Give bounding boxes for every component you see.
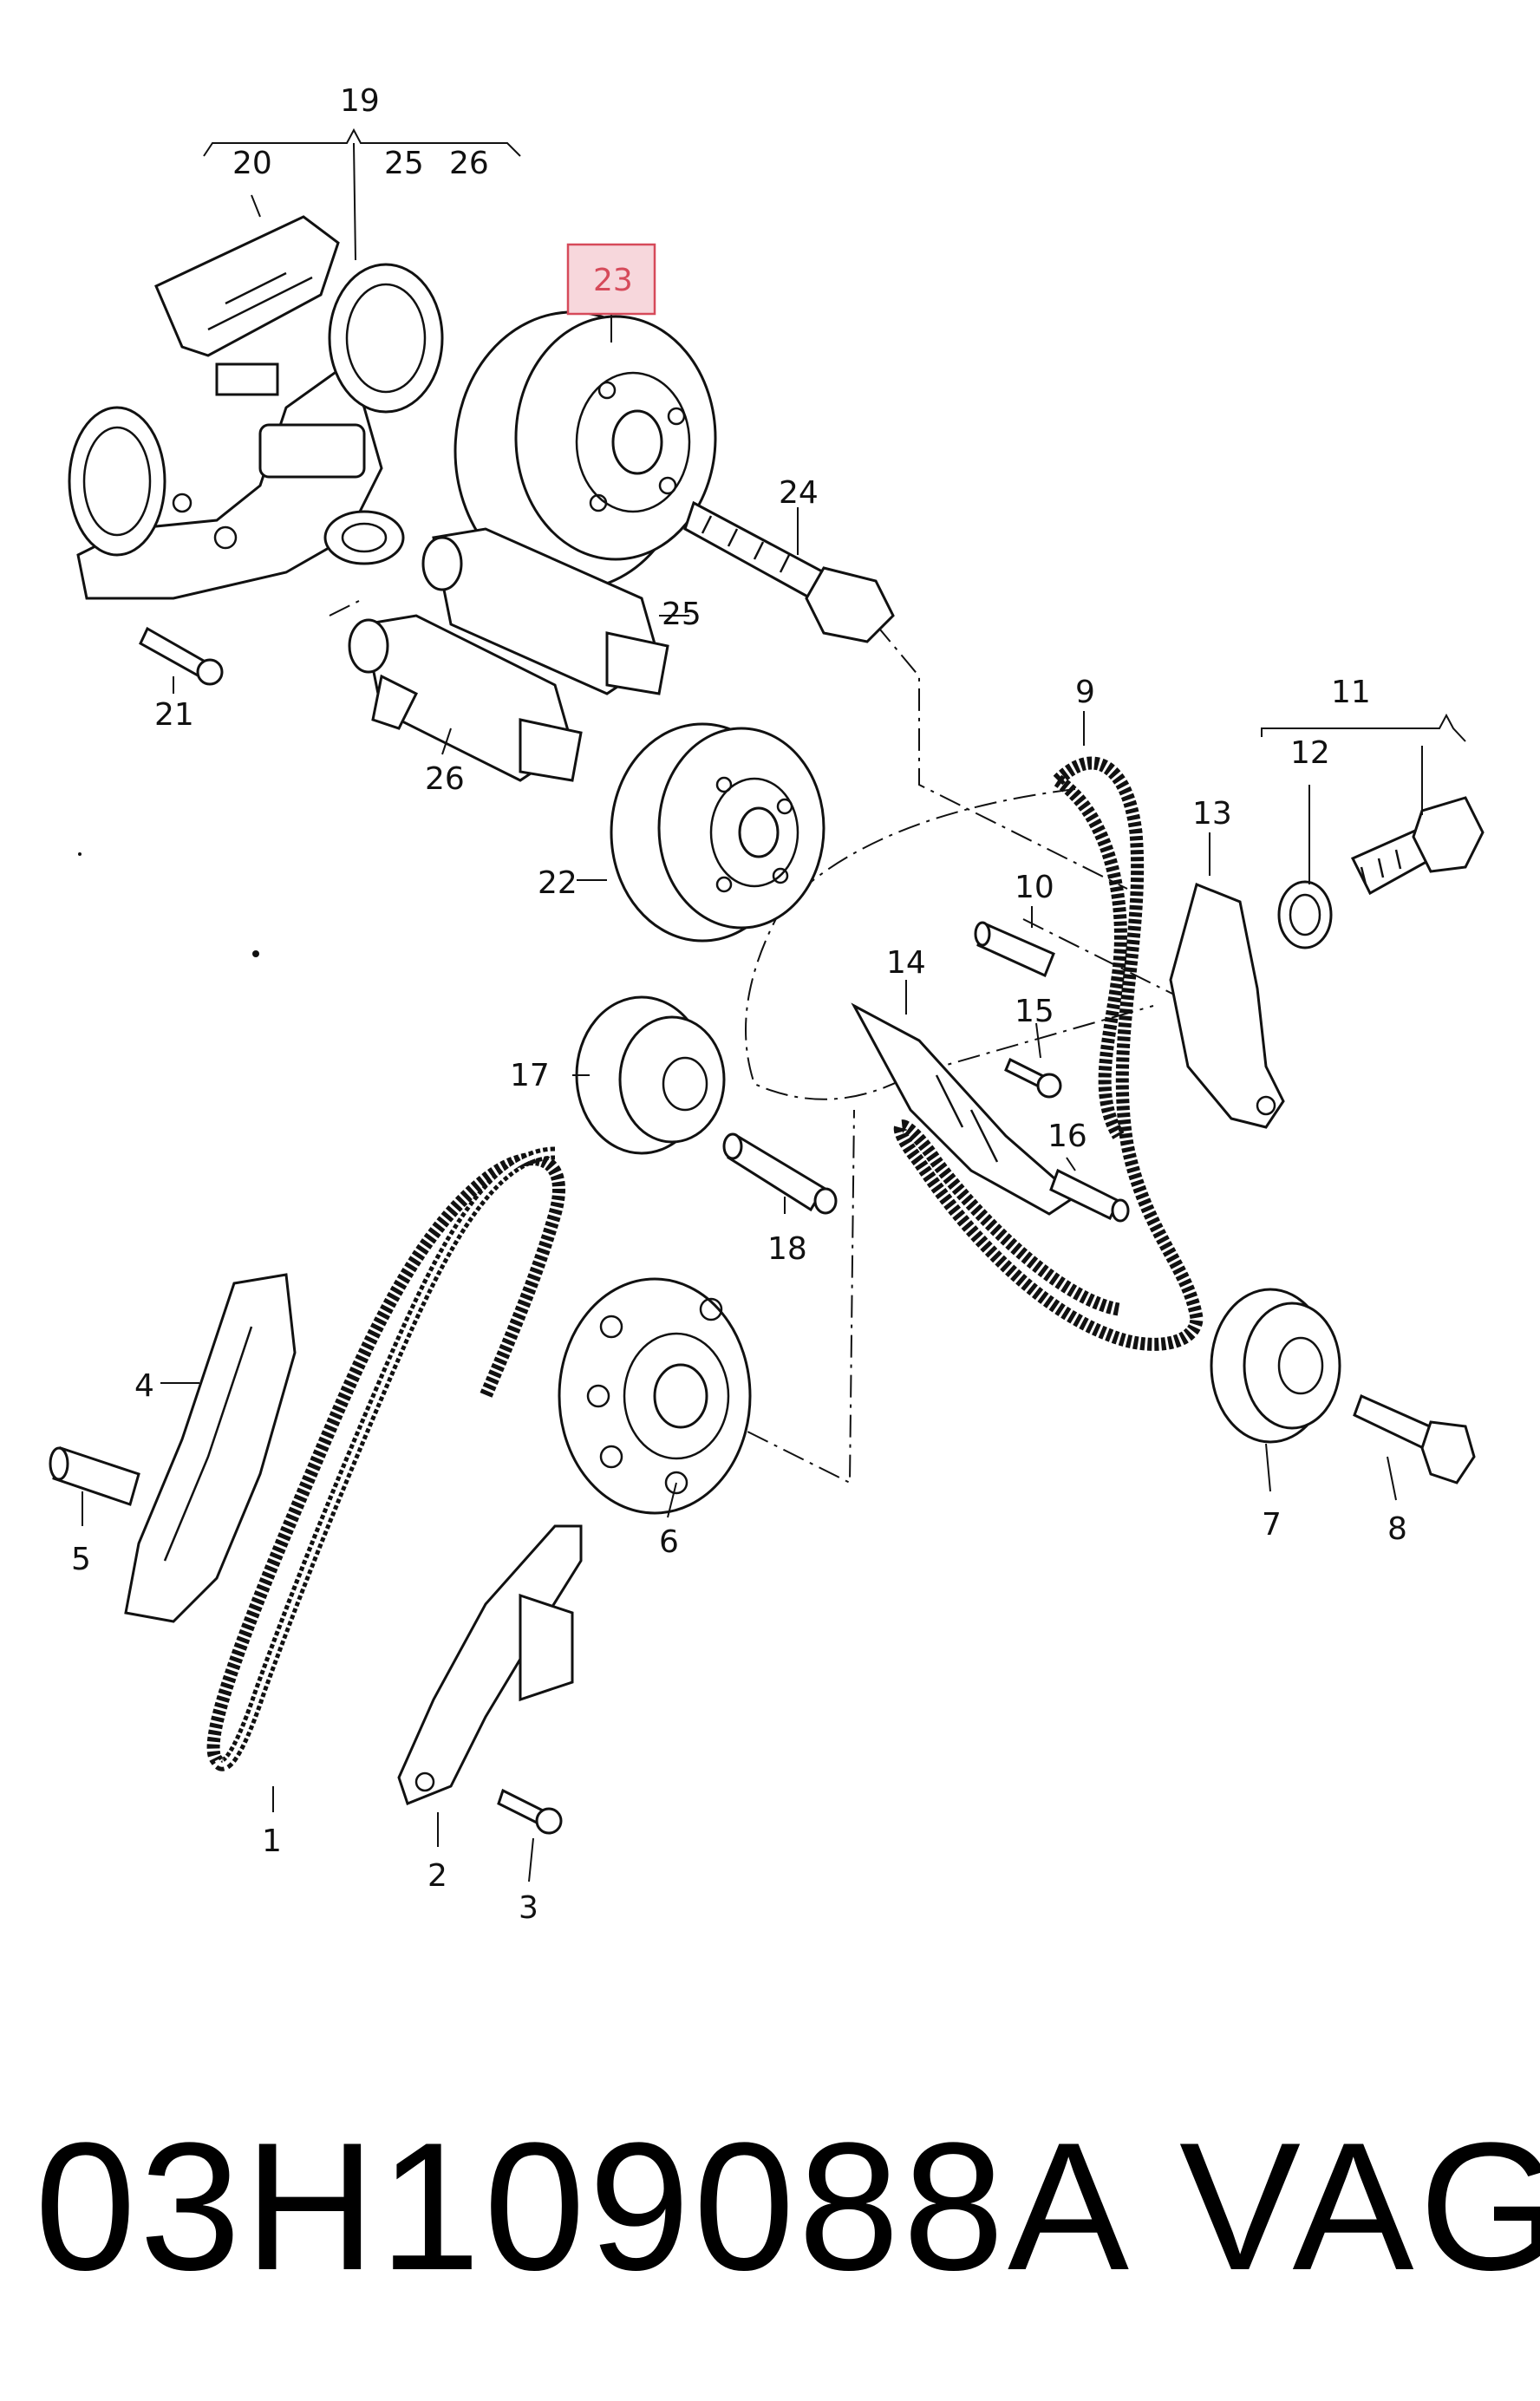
centerline-lower bbox=[675, 1109, 855, 1484]
scan-dot bbox=[252, 950, 259, 957]
label-13[interactable]: 13 bbox=[1192, 796, 1232, 832]
chain-guide-14 bbox=[851, 1002, 1078, 1216]
solenoid-valve-25 bbox=[421, 527, 669, 695]
label-25-top[interactable]: 25 bbox=[384, 146, 424, 181]
label-19[interactable]: 19 bbox=[340, 83, 380, 119]
label-7[interactable]: 7 bbox=[1262, 1507, 1282, 1543]
label-11[interactable]: 11 bbox=[1331, 675, 1371, 710]
pin-10 bbox=[974, 921, 1055, 978]
seal-ring-12 bbox=[1277, 880, 1333, 949]
centerline-tensioner bbox=[1022, 918, 1197, 1007]
timing-chain-9 bbox=[893, 756, 1204, 1351]
brand-text: VAG bbox=[1179, 2104, 1540, 2308]
bearing-cap-20 bbox=[154, 215, 340, 396]
tensioner-rail-2 bbox=[397, 1524, 583, 1805]
leader-lines bbox=[82, 127, 1466, 1882]
label-26[interactable]: 26 bbox=[425, 761, 465, 797]
label-23[interactable]: 23 bbox=[593, 263, 633, 298]
sprocket-7 bbox=[1210, 1288, 1341, 1444]
label-22[interactable]: 22 bbox=[538, 865, 578, 901]
label-8[interactable]: 8 bbox=[1387, 1511, 1407, 1547]
label-26-top[interactable]: 26 bbox=[449, 146, 489, 181]
label-25[interactable]: 25 bbox=[662, 597, 701, 632]
bolt-24 bbox=[683, 500, 895, 643]
label-4[interactable]: 4 bbox=[134, 1368, 154, 1404]
timing-chain-1 bbox=[206, 1146, 565, 1771]
pin-5 bbox=[49, 1446, 140, 1506]
highlight-box-23 bbox=[566, 243, 656, 316]
tensioner-rail-13 bbox=[1169, 882, 1285, 1129]
camshaft-bearing-bracket bbox=[68, 263, 444, 600]
tensioner-bolt-11 bbox=[1350, 796, 1485, 896]
bolt-21 bbox=[139, 626, 224, 686]
label-15[interactable]: 15 bbox=[1015, 994, 1054, 1029]
label-10[interactable]: 10 bbox=[1015, 870, 1054, 905]
label-2[interactable]: 2 bbox=[427, 1858, 447, 1894]
label-6[interactable]: 6 bbox=[659, 1524, 679, 1560]
label-17[interactable]: 17 bbox=[510, 1058, 550, 1093]
camshaft-adjuster-22 bbox=[610, 722, 825, 943]
label-18[interactable]: 18 bbox=[767, 1231, 807, 1267]
scan-dot bbox=[78, 852, 82, 856]
bolt-15 bbox=[1004, 1057, 1062, 1099]
guide-rail-4 bbox=[124, 1273, 297, 1623]
bolt-8 bbox=[1353, 1393, 1476, 1484]
label-21[interactable]: 21 bbox=[154, 697, 194, 733]
part-number-text: 03H109088A bbox=[35, 2104, 1133, 2308]
label-14[interactable]: 14 bbox=[886, 945, 926, 981]
solenoid-valve-26 bbox=[348, 614, 583, 782]
pin-18 bbox=[722, 1132, 838, 1215]
camshaft-adjuster-23 bbox=[454, 310, 717, 591]
label-5[interactable]: 5 bbox=[71, 1542, 91, 1577]
label-1[interactable]: 1 bbox=[262, 1824, 282, 1859]
label-24[interactable]: 24 bbox=[779, 475, 819, 511]
label-9[interactable]: 9 bbox=[1075, 675, 1095, 710]
label-20[interactable]: 20 bbox=[232, 146, 272, 181]
label-12[interactable]: 12 bbox=[1290, 735, 1330, 771]
label-16[interactable]: 16 bbox=[1047, 1119, 1087, 1154]
pin-16 bbox=[1049, 1168, 1130, 1223]
part-labels: 19 20 25 26 23 24 25 21 26 22 17 18 9 11… bbox=[71, 83, 1407, 1926]
centerline-upper bbox=[875, 623, 1128, 890]
sprocket-17 bbox=[575, 995, 726, 1155]
bolt-3 bbox=[497, 1788, 563, 1835]
sprocket-6 bbox=[558, 1277, 752, 1515]
label-3[interactable]: 3 bbox=[519, 1890, 538, 1926]
